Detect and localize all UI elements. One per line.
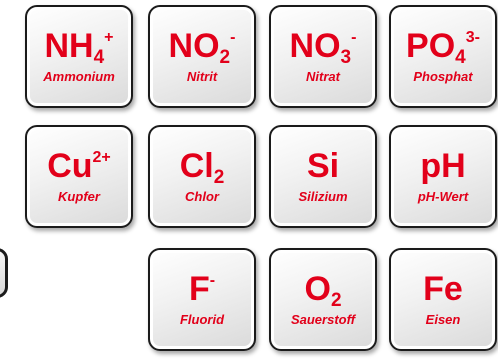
tile-chlor[interactable]: Cl2 Chlor — [148, 125, 256, 228]
tile-ammonium[interactable]: NH4+ Ammonium — [25, 5, 133, 108]
label-ph-wert: pH-Wert — [417, 189, 469, 204]
formula-nitrit: NO2- — [168, 27, 236, 68]
label-sauerstoff: Sauerstoff — [290, 312, 356, 327]
tile-ph-wert[interactable]: pH pH-Wert — [389, 125, 497, 228]
formula-fluorid: F- — [188, 270, 216, 308]
label-silizium: Silizium — [298, 189, 348, 204]
label-nitrit: Nitrit — [186, 69, 218, 84]
label-nitrat: Nitrat — [306, 69, 340, 84]
label-eisen: Eisen — [425, 312, 461, 327]
tile-eisen[interactable]: Fe Eisen — [389, 248, 497, 351]
label-phosphat: Phosphat — [413, 69, 473, 84]
tile-silizium[interactable]: Si Silizium — [269, 125, 377, 228]
formula-silizium: Si — [306, 147, 340, 185]
tile-phosphat[interactable]: PO43- Phosphat — [389, 5, 497, 108]
formula-nitrat: NO3- — [289, 27, 357, 68]
label-kupfer: Kupfer — [58, 189, 100, 204]
partial-tile-left-edge — [0, 248, 8, 298]
tile-nitrat[interactable]: NO3- Nitrat — [269, 5, 377, 108]
tile-kupfer[interactable]: Cu2+ Kupfer — [25, 125, 133, 228]
label-fluorid: Fluorid — [179, 312, 225, 327]
label-ammonium: Ammonium — [43, 69, 115, 84]
tile-nitrit[interactable]: NO2- Nitrit — [148, 5, 256, 108]
label-chlor: Chlor — [185, 189, 219, 204]
tile-sauerstoff[interactable]: O2 Sauerstoff — [269, 248, 377, 351]
tile-fluorid[interactable]: F- Fluorid — [148, 248, 256, 351]
formula-eisen: Fe — [423, 270, 463, 308]
formula-ammonium: NH4+ — [44, 27, 114, 68]
formula-ph-wert: pH — [420, 147, 466, 185]
formula-chlor: Cl2 — [179, 147, 225, 188]
formula-phosphat: PO43- — [406, 27, 480, 68]
formula-kupfer: Cu2+ — [47, 147, 111, 185]
formula-sauerstoff: O2 — [304, 270, 342, 311]
